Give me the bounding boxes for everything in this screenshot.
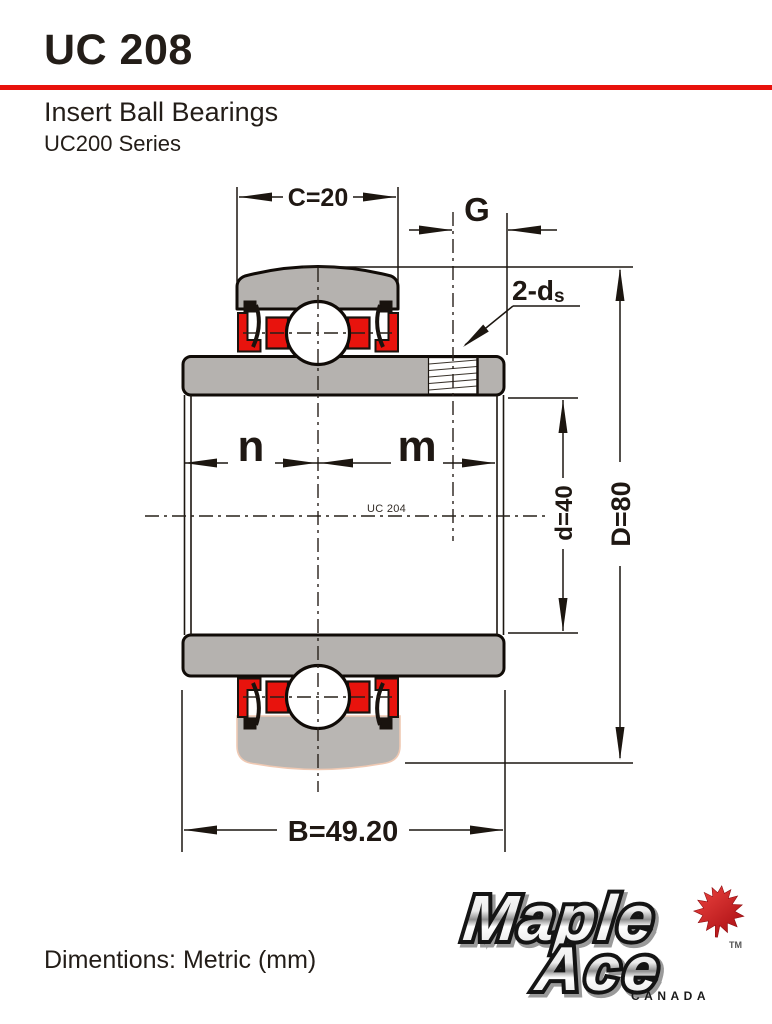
logo-country: CANADA	[631, 989, 710, 1003]
dim-label-c: C=20	[288, 184, 348, 212]
page-subtitle: Insert Ball Bearings	[44, 97, 279, 127]
dim-d: d=40	[508, 397, 578, 634]
dim-label-n: n	[238, 422, 265, 471]
dim-label-g: G	[464, 191, 490, 228]
dim-g: G	[409, 191, 557, 355]
dim-outer-d: D=80	[303, 266, 636, 764]
dim-n-m: n m	[184, 422, 495, 471]
dim-c: C=20	[236, 184, 399, 282]
bore-walls	[183, 395, 505, 635]
dim-b: B=49.20	[181, 690, 506, 852]
logo-word-maple: Maple	[460, 882, 659, 954]
dim-label-d: d=40	[551, 485, 578, 540]
shaft-sleeve-top	[181, 355, 506, 397]
shaft-sleeve-bottom	[181, 633, 506, 678]
logo-word-ace-shadow: Ace	[534, 938, 669, 1007]
logo-trademark: TM	[729, 940, 742, 950]
series-label: UC200 Series	[44, 131, 181, 156]
mapleace-logo: Maple Maple Ace Ace TM CANADA	[456, 880, 745, 1010]
part-marking: UC 204	[367, 503, 406, 515]
maple-leaf-icon	[692, 885, 745, 938]
units-note: Dimentions: Metric (mm)	[44, 946, 317, 974]
centerlines	[145, 212, 548, 792]
dim-label-set-screw: 2-ds	[512, 275, 565, 307]
logo-word-ace: Ace	[531, 935, 666, 1004]
dim-label-b: B=49.20	[288, 816, 398, 848]
outer-ring-bottom	[236, 715, 401, 771]
page-title: UC 208	[44, 26, 193, 74]
dim-label-outer-d: D=80	[606, 481, 636, 546]
dim-label-m: m	[397, 422, 436, 471]
accent-rule	[0, 85, 772, 90]
callout-set-screw: 2-ds	[463, 275, 580, 347]
logo-word-maple-shadow: Maple	[463, 885, 662, 957]
